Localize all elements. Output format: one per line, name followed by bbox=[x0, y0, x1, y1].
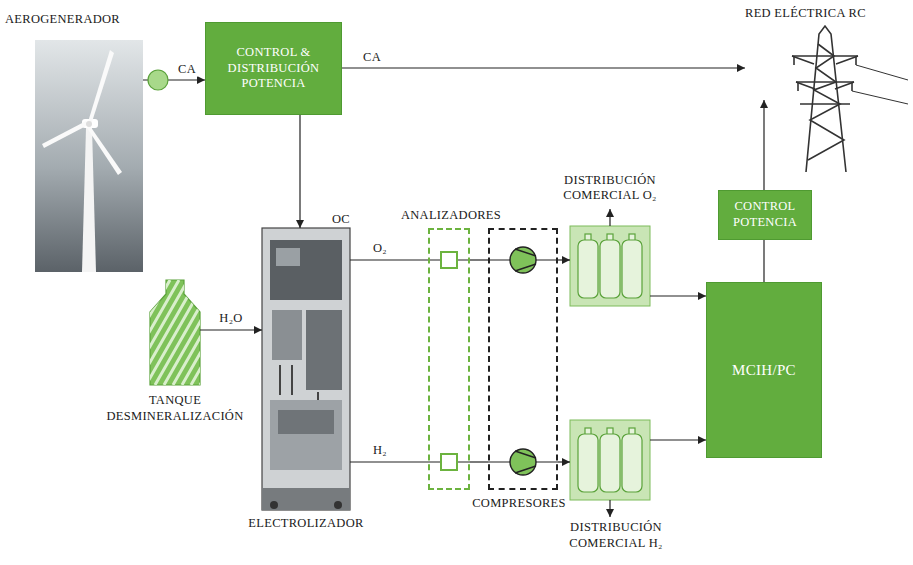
pylon-insulators bbox=[794, 56, 856, 91]
distribution-arrow bbox=[609, 500, 610, 517]
electrolyzer-pipes bbox=[280, 365, 318, 400]
compressor-symbol-lines bbox=[515, 249, 536, 271]
electrolyzer-wheel bbox=[334, 501, 342, 509]
node-label: ELECTROLIZADOR bbox=[231, 516, 381, 532]
electrolyzer-module bbox=[306, 310, 342, 390]
flow-connector bbox=[200, 329, 262, 330]
electrolyzer-module bbox=[270, 400, 342, 470]
flow-connector bbox=[299, 115, 300, 228]
flow-connector bbox=[763, 240, 764, 282]
node-label: DISTRIBUCIÓN COMERCIAL H₂ bbox=[551, 520, 681, 551]
turbine-blade bbox=[88, 50, 114, 125]
node-label: CONTROL POTENCIA bbox=[725, 199, 805, 230]
gas-cylinder bbox=[578, 434, 598, 492]
compressor-symbol-lines bbox=[515, 451, 536, 473]
electrolyzer-panel bbox=[278, 410, 334, 434]
node-label: CONTROL & DISTRIBUCIÓN POTENCIA bbox=[212, 45, 335, 92]
pylon-arm-braces bbox=[792, 56, 858, 89]
turbine-photo bbox=[35, 40, 143, 272]
node-label: AEROGENERADOR bbox=[5, 12, 120, 28]
node-label: MCIH/PC bbox=[732, 361, 796, 380]
hydrogen-storage: DISTRIBUCIÓN COMERCIAL H₂ bbox=[570, 420, 650, 500]
gas-cylinder bbox=[600, 434, 620, 492]
power-control-box: CONTROL POTENCIA bbox=[718, 190, 812, 240]
electrolyzer-base bbox=[262, 488, 350, 510]
tank-hatch-lines bbox=[110, 280, 260, 385]
electrolyzer: ELECTROLIZADOR bbox=[262, 228, 350, 510]
gas-cylinder bbox=[600, 240, 620, 298]
electrolyzer-module bbox=[272, 310, 302, 360]
water-tank: TANQUE DESMINERALIZACIÓN bbox=[150, 280, 200, 385]
pylon-bracing bbox=[808, 44, 844, 160]
flow-label: H₂ bbox=[371, 443, 389, 458]
flow-label: H₂O bbox=[217, 311, 244, 326]
power-control-box: CONTROL & DISTRIBUCIÓN POTENCIA bbox=[205, 22, 342, 115]
node-label: ANALIZADORES bbox=[391, 208, 511, 224]
node-label: TANQUE DESMINERALIZACIÓN bbox=[85, 393, 265, 424]
flow-label: CA bbox=[361, 50, 383, 65]
electrolyzer-wheel bbox=[270, 501, 278, 509]
cabinet-tag: OC bbox=[332, 212, 350, 228]
electrolyzer-cabinet bbox=[262, 228, 350, 510]
tank-hatching bbox=[110, 280, 260, 385]
node-label: RED ELÉCTRICA RC bbox=[745, 6, 866, 22]
electrolyzer-module bbox=[270, 240, 342, 300]
turbine-hub bbox=[86, 121, 92, 127]
compressor-symbol bbox=[510, 247, 536, 273]
analyzer-symbol bbox=[441, 454, 457, 470]
gas-cylinder bbox=[622, 434, 642, 492]
gas-cylinders bbox=[578, 234, 642, 298]
flow-connector bbox=[470, 461, 488, 462]
flow-connector bbox=[650, 439, 706, 440]
flow-connector bbox=[350, 461, 428, 462]
flow-connector bbox=[558, 461, 570, 462]
gas-cylinder bbox=[622, 240, 642, 298]
flow-connector bbox=[763, 100, 764, 190]
flow-connector bbox=[342, 67, 745, 68]
compressor-symbol bbox=[510, 449, 536, 475]
gas-cylinder bbox=[578, 240, 598, 298]
oxygen-storage: DISTRIBUCIÓN COMERCIAL O₂ bbox=[570, 226, 650, 306]
ac-meter-symbol bbox=[148, 70, 168, 90]
flow-connector bbox=[350, 259, 428, 260]
fuel-cell-box: MCIH/PC bbox=[706, 282, 822, 458]
flow-label: O₂ bbox=[371, 241, 389, 256]
pass-through-line bbox=[428, 260, 558, 462]
pylon-drawing bbox=[792, 26, 908, 172]
power-grid-tower: RED ELÉCTRICA RC bbox=[745, 4, 895, 100]
storage-rack bbox=[570, 226, 650, 306]
pylon-legs bbox=[806, 26, 846, 172]
turbine-tower bbox=[82, 128, 96, 272]
analyzer-symbol bbox=[441, 252, 457, 268]
storage-rack bbox=[570, 420, 650, 500]
compressor-group: COMPRESORES bbox=[488, 228, 558, 490]
node-label: COMPRESORES bbox=[459, 496, 579, 512]
flow-connector bbox=[650, 295, 706, 296]
turbine-blade bbox=[87, 126, 122, 175]
flow-label: CA bbox=[176, 62, 198, 77]
electrolyzer-panel bbox=[276, 248, 300, 266]
analyzer-group: ANALIZADORES bbox=[428, 228, 470, 490]
wind-turbine: AEROGENERADOR bbox=[5, 10, 143, 272]
flow-connector bbox=[470, 259, 488, 260]
power-wires bbox=[852, 65, 908, 104]
turbine-blade bbox=[42, 121, 88, 148]
distribution-arrow bbox=[609, 209, 610, 226]
node-label: DISTRIBUCIÓN COMERCIAL O₂ bbox=[545, 173, 675, 204]
flow-connector bbox=[558, 259, 570, 260]
gas-cylinders bbox=[578, 428, 642, 492]
